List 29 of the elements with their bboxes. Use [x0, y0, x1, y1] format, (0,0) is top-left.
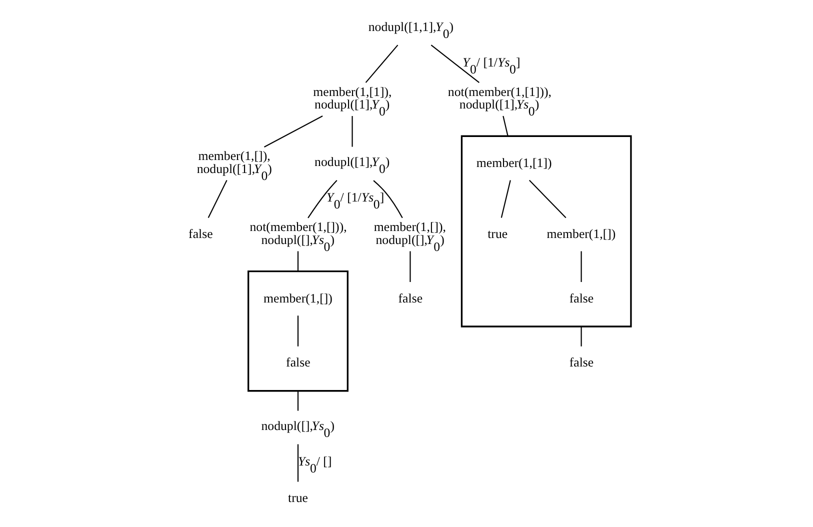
- node-text: false: [286, 356, 310, 370]
- node-text: true: [487, 226, 508, 241]
- connector: [296, 390, 298, 411]
- node-text: member(1,[1]): [476, 156, 552, 170]
- node-text: false: [188, 226, 212, 241]
- cluster: [460, 135, 632, 328]
- connector: [364, 44, 398, 83]
- node-text: member(1,[]): [263, 291, 332, 306]
- connector: [296, 444, 298, 482]
- node-text: member(1,[]): [546, 226, 616, 241]
- connector: [296, 251, 298, 272]
- connector: [307, 180, 337, 218]
- connector: [409, 251, 410, 282]
- connector: [207, 180, 227, 218]
- connector: [500, 180, 510, 218]
- connector: [351, 116, 352, 147]
- connector: [528, 180, 566, 218]
- connector: [263, 116, 322, 148]
- connector: [296, 316, 298, 346]
- connector: [580, 251, 582, 282]
- connector: [580, 326, 582, 346]
- connector: [430, 44, 480, 84]
- node-text: false: [568, 291, 594, 306]
- node-text: true: [288, 490, 308, 505]
- cluster: [247, 270, 348, 392]
- node-text: false: [568, 356, 594, 370]
- node-text: false: [398, 291, 422, 306]
- connector: [502, 116, 508, 136]
- connector: [372, 180, 402, 218]
